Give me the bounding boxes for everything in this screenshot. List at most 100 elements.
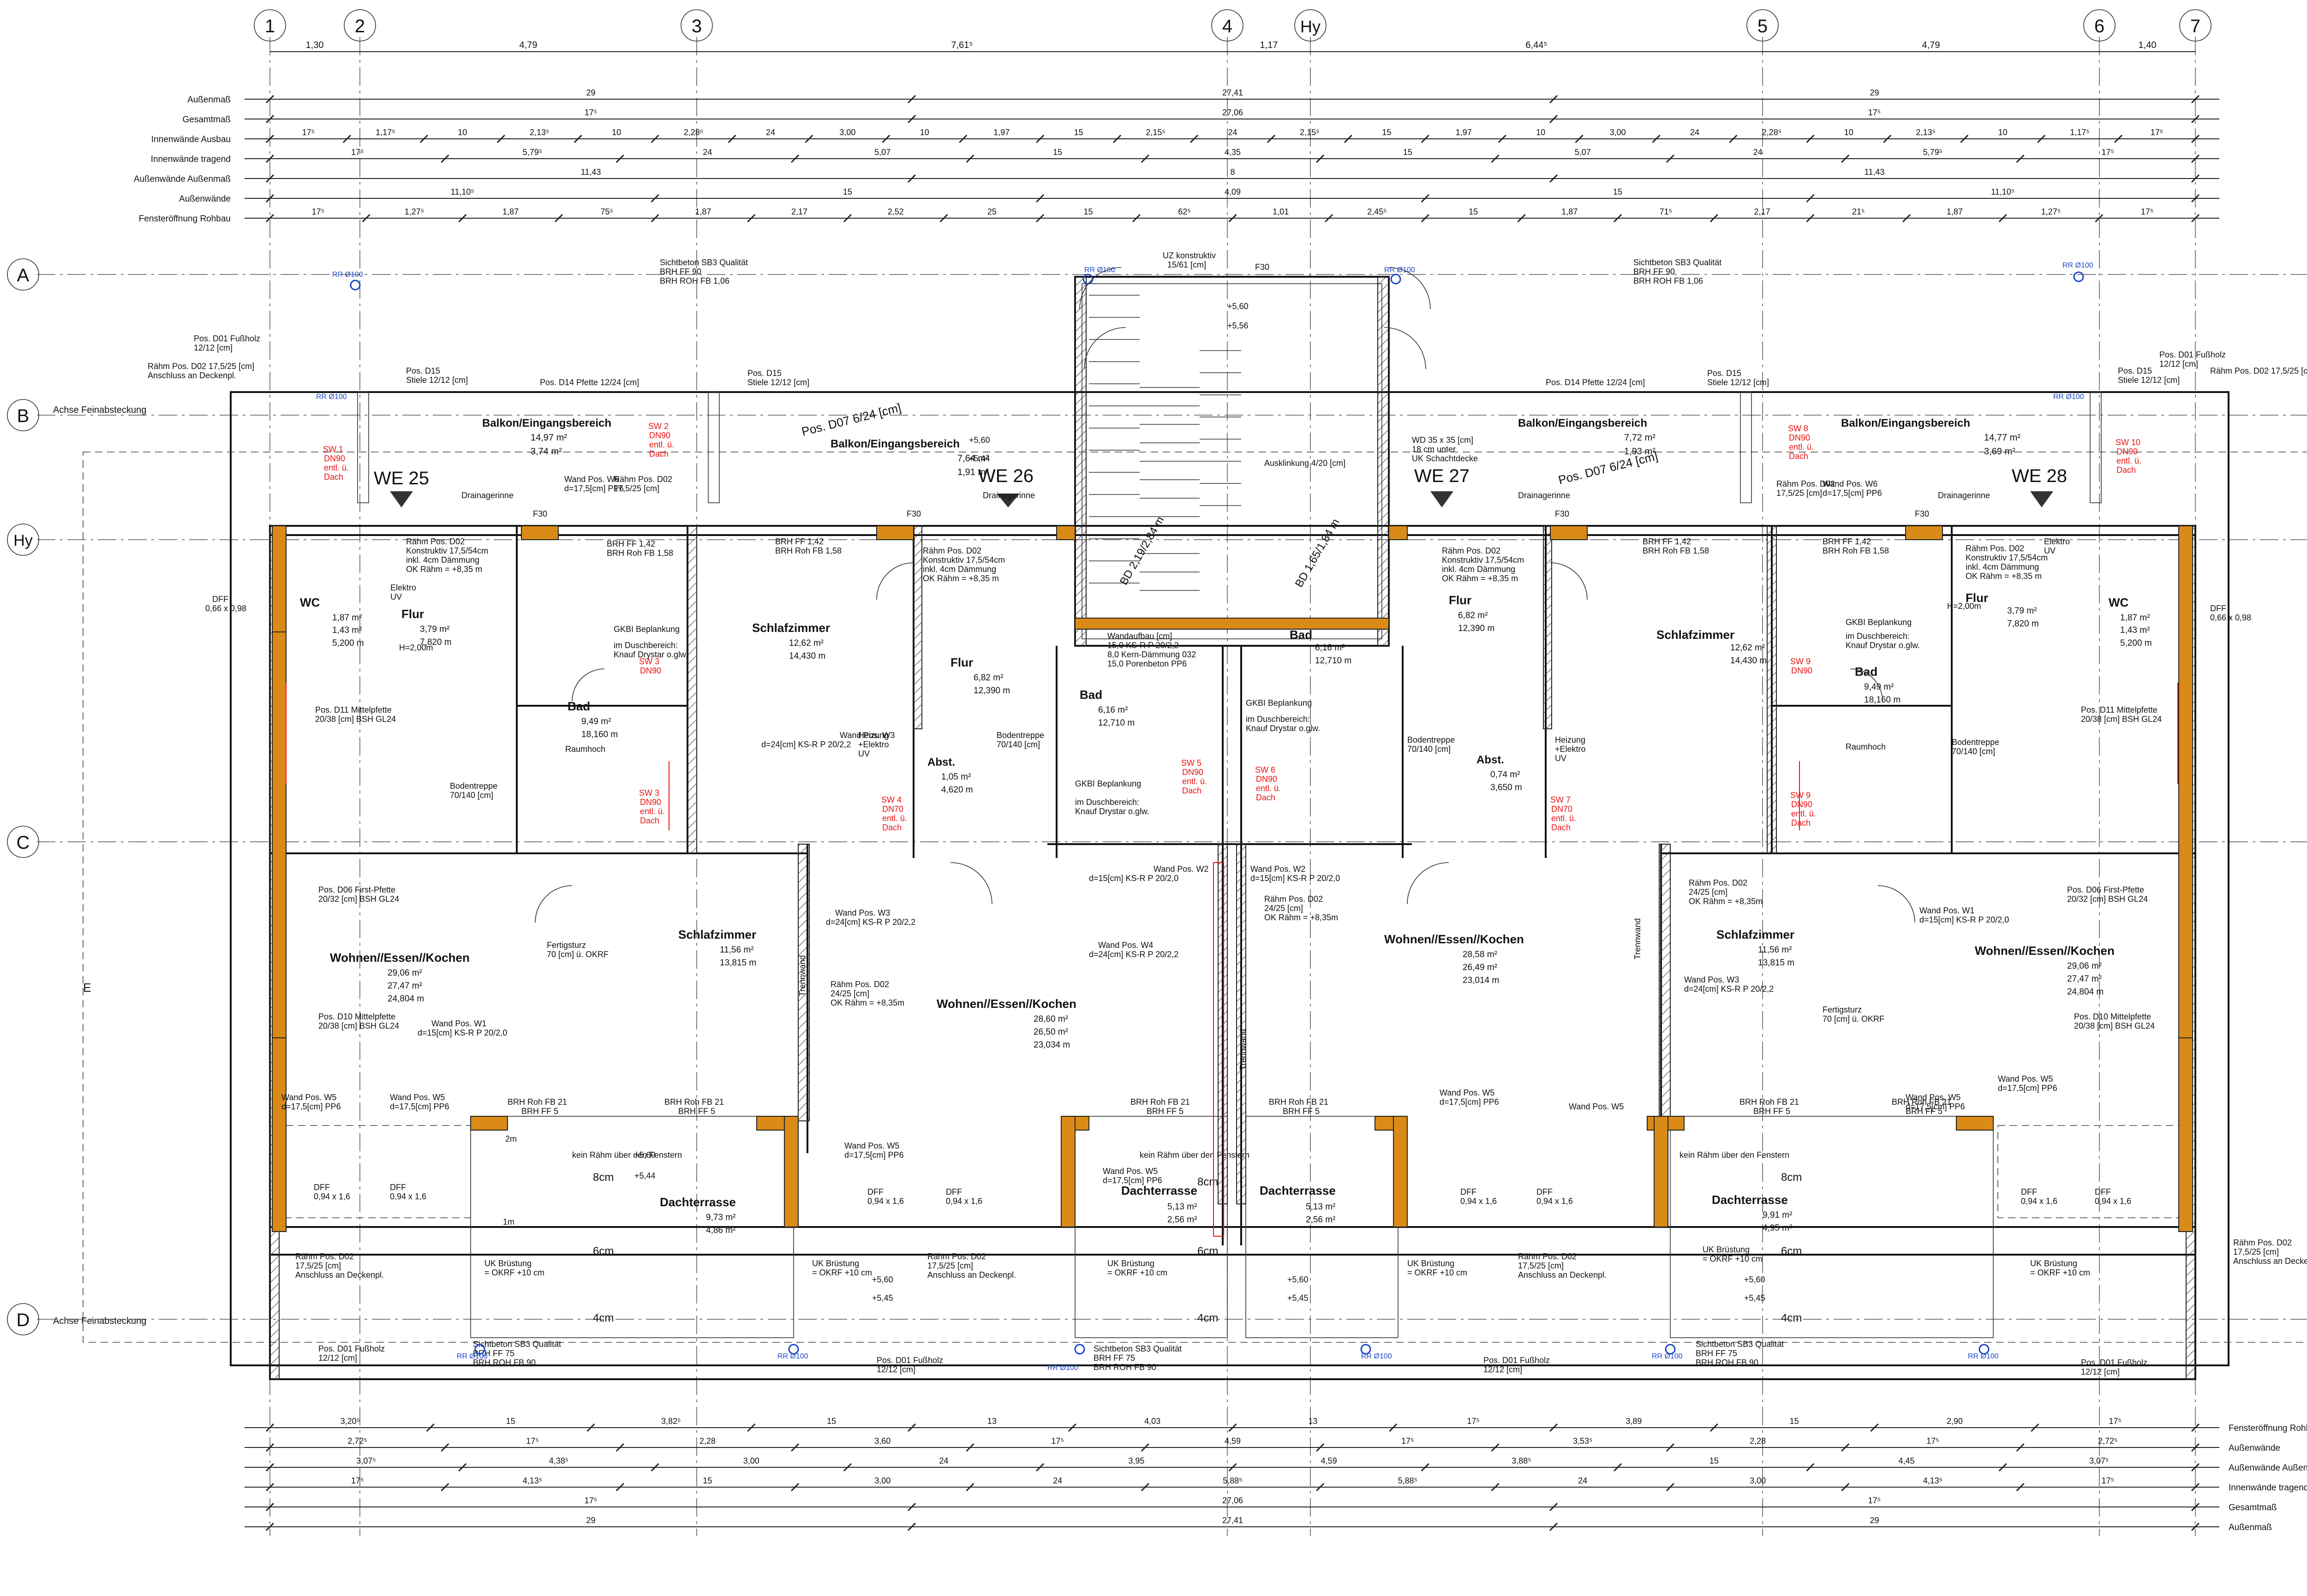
svg-text:4: 4: [1222, 16, 1232, 36]
svg-text:OK Rähm = +8,35 m: OK Rähm = +8,35 m: [406, 565, 482, 574]
svg-text:RR Ø100: RR Ø100: [332, 271, 363, 279]
svg-text:inkl. 4cm Dämmung: inkl. 4cm Dämmung: [923, 565, 996, 574]
svg-text:4,79: 4,79: [520, 40, 538, 50]
svg-text:Rähm Pos. D02: Rähm Pos. D02: [1776, 479, 1835, 488]
svg-text:DFF: DFF: [390, 1183, 406, 1192]
top-dim-value: 4,35: [1225, 148, 1241, 157]
bottom-dim-tick: [1666, 1443, 1674, 1452]
top-dim-value: 1,97: [1456, 128, 1472, 137]
svg-text:Flur: Flur: [1449, 593, 1471, 607]
svg-text:Bad: Bad: [1855, 665, 1877, 679]
svg-text:1,93 m²: 1,93 m²: [1624, 447, 1656, 457]
svg-text:= OKRF +10 cm: = OKRF +10 cm: [2030, 1268, 2090, 1277]
bottom-dim-value: 13: [1308, 1417, 1317, 1426]
top-dim-tick: [2191, 134, 2200, 143]
svg-text:Flur: Flur: [401, 607, 424, 621]
svg-text:0,94 x 1,6: 0,94 x 1,6: [2095, 1197, 2131, 1206]
svg-text:BRH Roh FB 21: BRH Roh FB 21: [664, 1097, 724, 1107]
top-dim-value: 24: [766, 128, 775, 137]
svg-text:Wand Pos. W1: Wand Pos. W1: [1919, 906, 1974, 915]
svg-text:BRH ROH FB 1,06: BRH ROH FB 1,06: [1633, 276, 1703, 286]
top-dim-tick: [342, 134, 351, 143]
svg-text:Rähm Pos. D02: Rähm Pos. D02: [1518, 1252, 1577, 1261]
bottom-dim-label-2: Außenwände Außenmaß: [2229, 1463, 2307, 1473]
unit-we27: WE 27: [1414, 466, 1470, 486]
svg-text:Wand Pos. W5: Wand Pos. W5: [1906, 1093, 1960, 1102]
top-dim-tick: [1036, 194, 1045, 203]
bottom-dim-value: 3,20⁵: [341, 1417, 360, 1426]
svg-text:= OKRF +10 cm: = OKRF +10 cm: [812, 1268, 872, 1277]
svg-text:Konstruktiv 17,5/54cm: Konstruktiv 17,5/54cm: [406, 546, 488, 555]
svg-text:6,16 m²: 6,16 m²: [1315, 643, 1345, 653]
top-dim-tick: [1709, 214, 1718, 223]
bottom-dim-tick: [1549, 1522, 1558, 1531]
svg-text:UV: UV: [858, 749, 870, 758]
svg-text:RR Ø100: RR Ø100: [457, 1352, 488, 1360]
svg-text:Pos. D14 Pfette 12/24 [cm]: Pos. D14 Pfette 12/24 [cm]: [540, 378, 639, 387]
svg-text:Rähm Pos. D02: Rähm Pos. D02: [295, 1252, 354, 1261]
top-dim-value: 5,07: [1575, 148, 1591, 157]
top-dim-value: 29: [1870, 88, 1879, 97]
top-dim-value: 2,28⁵: [1762, 128, 1782, 137]
svg-text:Rähm Pos. D02: Rähm Pos. D02: [1442, 546, 1500, 555]
top-dim-tick: [458, 214, 467, 223]
svg-text:70/140 [cm]: 70/140 [cm]: [450, 791, 493, 800]
svg-text:SW 3: SW 3: [639, 657, 659, 666]
svg-text:3: 3: [692, 16, 702, 36]
svg-text:5: 5: [1757, 16, 1768, 36]
svg-text:20/38 [cm] BSH GL24: 20/38 [cm] BSH GL24: [318, 1021, 399, 1030]
svg-text:Dach: Dach: [640, 816, 659, 825]
top-dim-tick: [791, 154, 800, 163]
svg-text:Rähm Pos. D02: Rähm Pos. D02: [927, 1252, 986, 1261]
svg-text:Dach: Dach: [324, 472, 343, 482]
svg-text:Wand Pos. W2: Wand Pos. W2: [1154, 864, 1208, 874]
top-dim-label-6: Fensteröffnung Rohbau: [139, 214, 231, 224]
building-walls: [83, 276, 2307, 1380]
svg-text:8cm: 8cm: [1197, 1176, 1218, 1188]
svg-text:entl. ü.: entl. ü.: [882, 814, 907, 823]
bottom-dim-value: 15: [506, 1417, 515, 1426]
top-dim-tick: [265, 95, 275, 104]
svg-text:11,56 m²: 11,56 m²: [720, 945, 754, 955]
svg-text:d=17,5[cm] PP6: d=17,5[cm] PP6: [844, 1150, 904, 1160]
svg-text:BRH FF 75: BRH FF 75: [473, 1349, 514, 1358]
svg-text:UV: UV: [390, 592, 402, 601]
svg-text:+5,45: +5,45: [872, 1293, 893, 1303]
bottom-dim-value: 15: [1709, 1456, 1719, 1465]
svg-text:Abst.: Abst.: [1476, 754, 1504, 766]
top-dim-tick: [1036, 134, 1045, 143]
svg-text:27,47 m²: 27,47 m²: [388, 981, 422, 991]
top-dim-label-0: Außenmaß: [187, 95, 231, 105]
room-abst-we26: Abst.1,05 m²4,620 m: [927, 756, 973, 795]
svg-text:Stiele 12/12 [cm]: Stiele 12/12 [cm]: [747, 378, 809, 387]
svg-text:DFF: DFF: [1460, 1187, 1476, 1197]
top-dim-tick: [265, 154, 275, 163]
svg-text:inkl. 4cm Dämmung: inkl. 4cm Dämmung: [1966, 562, 2039, 572]
top-dim-tick: [2191, 214, 2200, 223]
svg-text:OK Rähm = +8,35 m: OK Rähm = +8,35 m: [1442, 574, 1518, 583]
top-dim-tick: [2191, 114, 2200, 124]
svg-text:DFF: DFF: [1536, 1187, 1553, 1197]
top-dim-tick: [496, 134, 505, 143]
svg-text:23,034 m: 23,034 m: [1034, 1040, 1070, 1050]
svg-text:+5,60: +5,60: [872, 1275, 893, 1284]
svg-text:DN90: DN90: [1789, 433, 1810, 442]
svg-text:17,5/25 [cm]: 17,5/25 [cm]: [614, 484, 659, 493]
top-dim-value: 2,52: [888, 207, 904, 216]
svg-text:Wandaufbau [cm]: Wandaufbau [cm]: [1107, 631, 1172, 641]
bottom-dim-value: 4,13⁵: [523, 1476, 543, 1485]
svg-text:Anschluss an Deckenpl.: Anschluss an Deckenpl.: [148, 371, 236, 380]
svg-text:6,44⁵: 6,44⁵: [1525, 40, 1547, 50]
svg-text:12,710 m: 12,710 m: [1315, 656, 1351, 666]
bottom-dim-tick: [1421, 1463, 1429, 1472]
svg-text:RR Ø100: RR Ø100: [777, 1352, 808, 1360]
svg-text:F30: F30: [1255, 262, 1269, 272]
svg-text:BRH FF 5: BRH FF 5: [521, 1107, 558, 1116]
bottom-dim-tick: [2016, 1443, 2025, 1452]
bottom-dim-value: 17⁵: [1868, 1496, 1881, 1505]
